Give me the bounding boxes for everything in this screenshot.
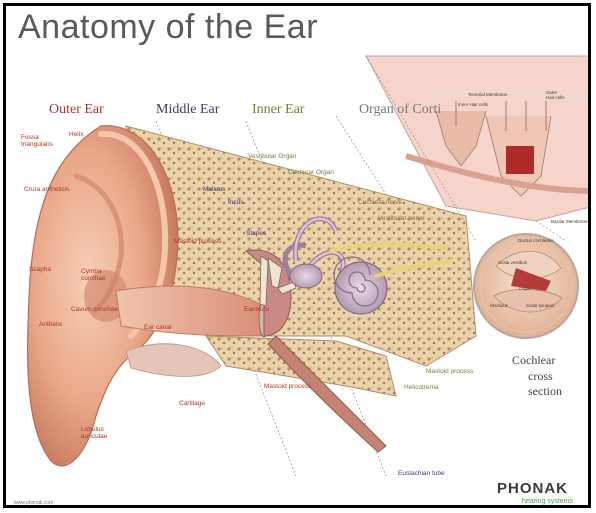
label-mastoid-process-lower: Mastoid process — [264, 383, 311, 390]
label-cartilage: Cartilage — [179, 400, 205, 407]
label-incus: Incus — [228, 199, 244, 206]
label-helix: Helix — [69, 131, 83, 138]
label-vestibular-organ: Vestibular Organ — [248, 153, 296, 160]
brand-url: www.phonak.com — [14, 500, 53, 506]
label-ear-canal: Ear canal — [144, 324, 171, 331]
label-eustachian-tube: Eustachian tube — [398, 470, 445, 477]
phonak-logo: PHONAK — [497, 480, 568, 497]
label-crura-anthelicis: Crura anthelicis — [24, 186, 69, 193]
label-cochlear-nerve: Cochlear nerve — [358, 199, 402, 206]
label-basilar-membrane: Basilar Membrane — [551, 219, 588, 224]
poster-frame: Anatomy of the Ear Outer Ear Middle Ear … — [3, 3, 591, 508]
label-fossa-triangularis: Fossa triangularis — [21, 134, 53, 149]
label-cochlear-organ: Cochlear Organ — [288, 169, 334, 176]
label-scala-vestibuli: Scala vestibuli — [498, 260, 527, 265]
label-mastoid-process-right: Mastoid process — [426, 368, 473, 375]
section-middle-ear: Middle Ear — [156, 102, 219, 118]
label-organ: Organ — [519, 286, 532, 291]
label-ductus-cochlearis: Ductus cochlearis — [518, 238, 554, 243]
label-tectorial-membrane: Tectorial Membrane — [468, 92, 508, 97]
label-scapha: Scapha — [29, 266, 51, 273]
label-eardrum: Eardrum — [244, 306, 269, 313]
label-scala-tympani: Scala tympani — [526, 303, 554, 308]
cochlea — [335, 262, 387, 314]
label-mastoid-process: Mastoid process — [174, 238, 221, 245]
label-helicotrema: Helicotrema — [404, 384, 439, 391]
label-cavum-conchae: Cavum conchae — [71, 306, 118, 313]
label-anthelix: Anthelix — [39, 321, 62, 328]
vestibule — [290, 264, 322, 288]
caption-cochlear: Cochlear — [512, 353, 555, 368]
label-cymba-conchae: Cymba conchae — [81, 268, 106, 283]
caption-cross-section: cross section — [528, 369, 588, 399]
label-vestibular-nerve: Vestibular nerve — [378, 215, 425, 222]
section-organ-of-corti: Organ of Corti — [359, 102, 441, 118]
phonak-tagline: hearing systems — [522, 498, 573, 505]
page-title: Anatomy of the Ear — [18, 8, 318, 47]
section-inner-ear: Inner Ear — [252, 102, 304, 118]
label-modiolus: Modiolus — [490, 303, 508, 308]
cartilage — [126, 344, 221, 377]
label-malleus: Malleus — [203, 186, 225, 193]
label-inner-hair-cells: Inner Hair cells — [458, 102, 488, 107]
label-stapes: Stapes — [246, 230, 266, 237]
label-lobulus-auriculae: Lobulus auriculae — [81, 426, 107, 441]
section-outer-ear: Outer Ear — [49, 102, 104, 118]
label-outer-hair-cells: Outer Hair cells — [546, 90, 565, 100]
